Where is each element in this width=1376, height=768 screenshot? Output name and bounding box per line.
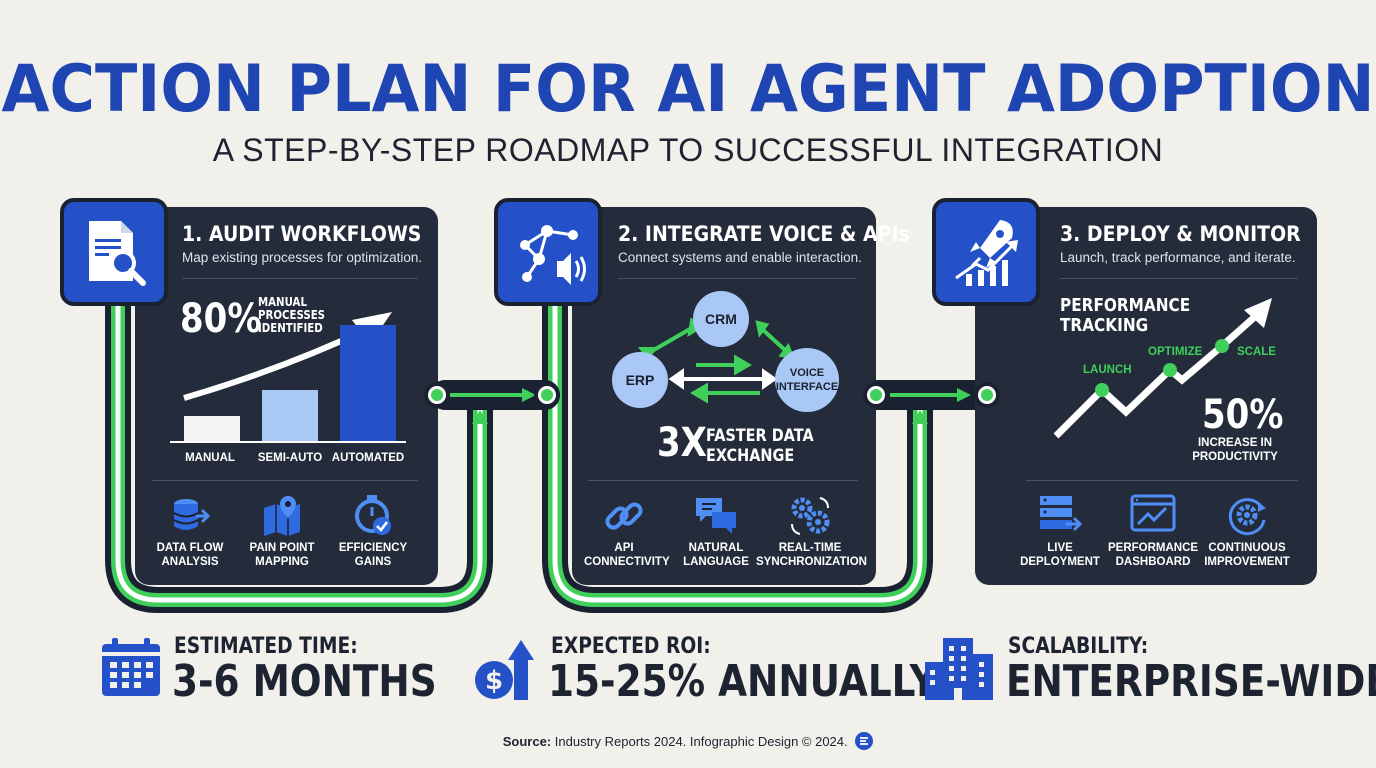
scalability-label: SCALABILITY: bbox=[1008, 634, 1149, 659]
source-text: Industry Reports 2024. Infographic Desig… bbox=[554, 734, 848, 749]
server-icon bbox=[1040, 496, 1082, 532]
network-voice-icon bbox=[520, 225, 586, 285]
voice-interface-node bbox=[775, 348, 839, 412]
svg-text:$: $ bbox=[485, 666, 503, 696]
step-2-stat-value: 3X bbox=[657, 420, 707, 466]
step-1-title: 1. AUDIT WORKFLOWS bbox=[182, 222, 422, 246]
document-search-icon bbox=[89, 221, 146, 286]
step-1-divider-2 bbox=[152, 480, 418, 481]
bar-semi-auto bbox=[262, 390, 318, 442]
sync-gears-icon bbox=[791, 497, 830, 535]
bar-label-manual: MANUAL bbox=[185, 452, 235, 464]
scalability-value: ENTERPRISE-WIDE bbox=[1006, 656, 1376, 707]
crm-label: CRM bbox=[705, 311, 737, 327]
milestone-launch-dot bbox=[1095, 383, 1109, 397]
step-3-divider bbox=[1060, 278, 1298, 279]
source-label: Source: bbox=[502, 734, 552, 749]
milestone-optimize-dot bbox=[1163, 363, 1177, 377]
erp-label: ERP bbox=[625, 372, 655, 388]
step-3-icon-box bbox=[932, 198, 1040, 306]
bar-label-automated: AUTOMATED bbox=[331, 452, 405, 464]
stopwatch-icon bbox=[355, 495, 391, 535]
crm-node bbox=[693, 291, 749, 347]
step-3-title: 3. DEPLOY & MONITOR bbox=[1060, 222, 1301, 246]
milestone-scale-label: SCALE bbox=[1237, 346, 1276, 358]
bar-manual bbox=[184, 416, 240, 442]
bar-label-semi-auto: SEMI-AUTO bbox=[257, 452, 323, 464]
bar-automated bbox=[340, 325, 396, 442]
erp-node bbox=[612, 352, 668, 408]
step-1-stat-label: MANUAL PROCESSES IDENTIFIED bbox=[258, 295, 326, 335]
roi-dollar-icon: $ bbox=[475, 640, 534, 700]
performance-trend-chart bbox=[1053, 298, 1272, 439]
rocket-growth-icon bbox=[955, 220, 1018, 286]
step-2-divider bbox=[618, 278, 856, 279]
dashboard-icon bbox=[1130, 494, 1176, 532]
step-1-stat-value: 80% bbox=[180, 296, 262, 342]
expected-roi-label: EXPECTED ROI: bbox=[551, 634, 711, 659]
estimated-time-value: 3-6 MONTHS bbox=[172, 656, 437, 707]
calendar-icon bbox=[102, 638, 160, 696]
step-2-icon-box bbox=[494, 198, 602, 306]
step-3-stat-value: 50% bbox=[1202, 392, 1284, 438]
page-subtitle: A STEP-BY-STEP ROADMAP TO SUCCESSFUL INT… bbox=[212, 132, 1164, 168]
step-2-subtitle: Connect systems and enable interaction. bbox=[618, 250, 862, 265]
step-1-icon-box bbox=[60, 198, 168, 306]
source-line: Source: Industry Reports 2024. Infograph… bbox=[0, 732, 1376, 750]
step-2-title: 2. INTEGRATE VOICE & APIs bbox=[618, 222, 910, 246]
link-icon bbox=[605, 502, 643, 530]
step-1-subtitle: Map existing processes for optimization. bbox=[182, 250, 423, 265]
cycle-gear-icon bbox=[1228, 498, 1266, 536]
step-2-divider-2 bbox=[588, 480, 858, 481]
step-3-subtitle: Launch, track performance, and iterate. bbox=[1060, 250, 1296, 265]
database-icon bbox=[173, 499, 210, 530]
estimated-time-label: ESTIMATED TIME: bbox=[174, 634, 358, 659]
milestone-scale-dot bbox=[1215, 339, 1229, 353]
integration-diagram bbox=[612, 291, 839, 412]
step-1-divider bbox=[182, 278, 418, 279]
expected-roi-value: 15-25% ANNUALLY bbox=[548, 656, 937, 707]
buildings-icon bbox=[925, 638, 993, 700]
brand-logo-icon bbox=[855, 732, 874, 750]
map-pin-icon bbox=[264, 496, 300, 536]
step-3-divider-2 bbox=[1026, 480, 1298, 481]
step-1-bar-chart bbox=[170, 312, 406, 443]
chat-icon bbox=[696, 498, 736, 534]
milestone-optimize-label: OPTIMIZE bbox=[1148, 346, 1203, 358]
milestone-launch-label: LAUNCH bbox=[1083, 364, 1132, 376]
page-title: ACTION PLAN FOR AI AGENT ADOPTION bbox=[1, 50, 1375, 127]
